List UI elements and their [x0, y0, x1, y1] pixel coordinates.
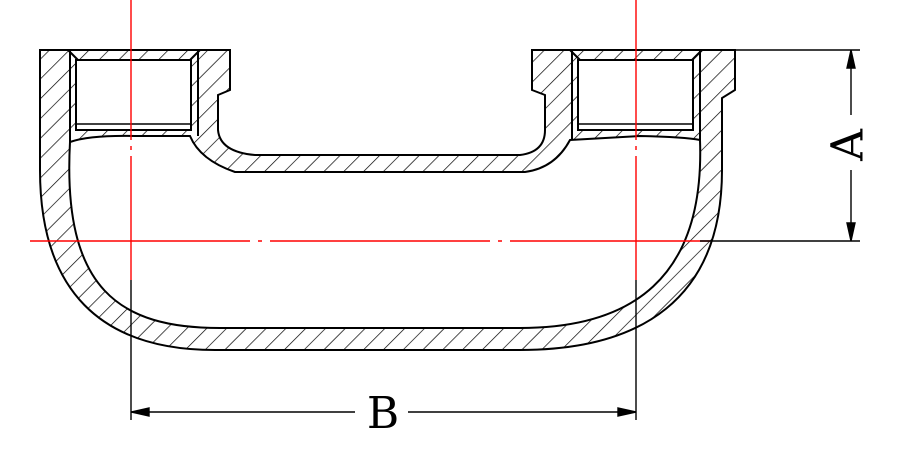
left-socket	[67, 49, 201, 142]
centerlines	[30, 0, 710, 280]
dimension-a	[700, 49, 860, 242]
dimension-b-label: B	[367, 388, 399, 439]
dimension-b	[130, 280, 637, 420]
dimension-a-label: A	[823, 128, 874, 162]
